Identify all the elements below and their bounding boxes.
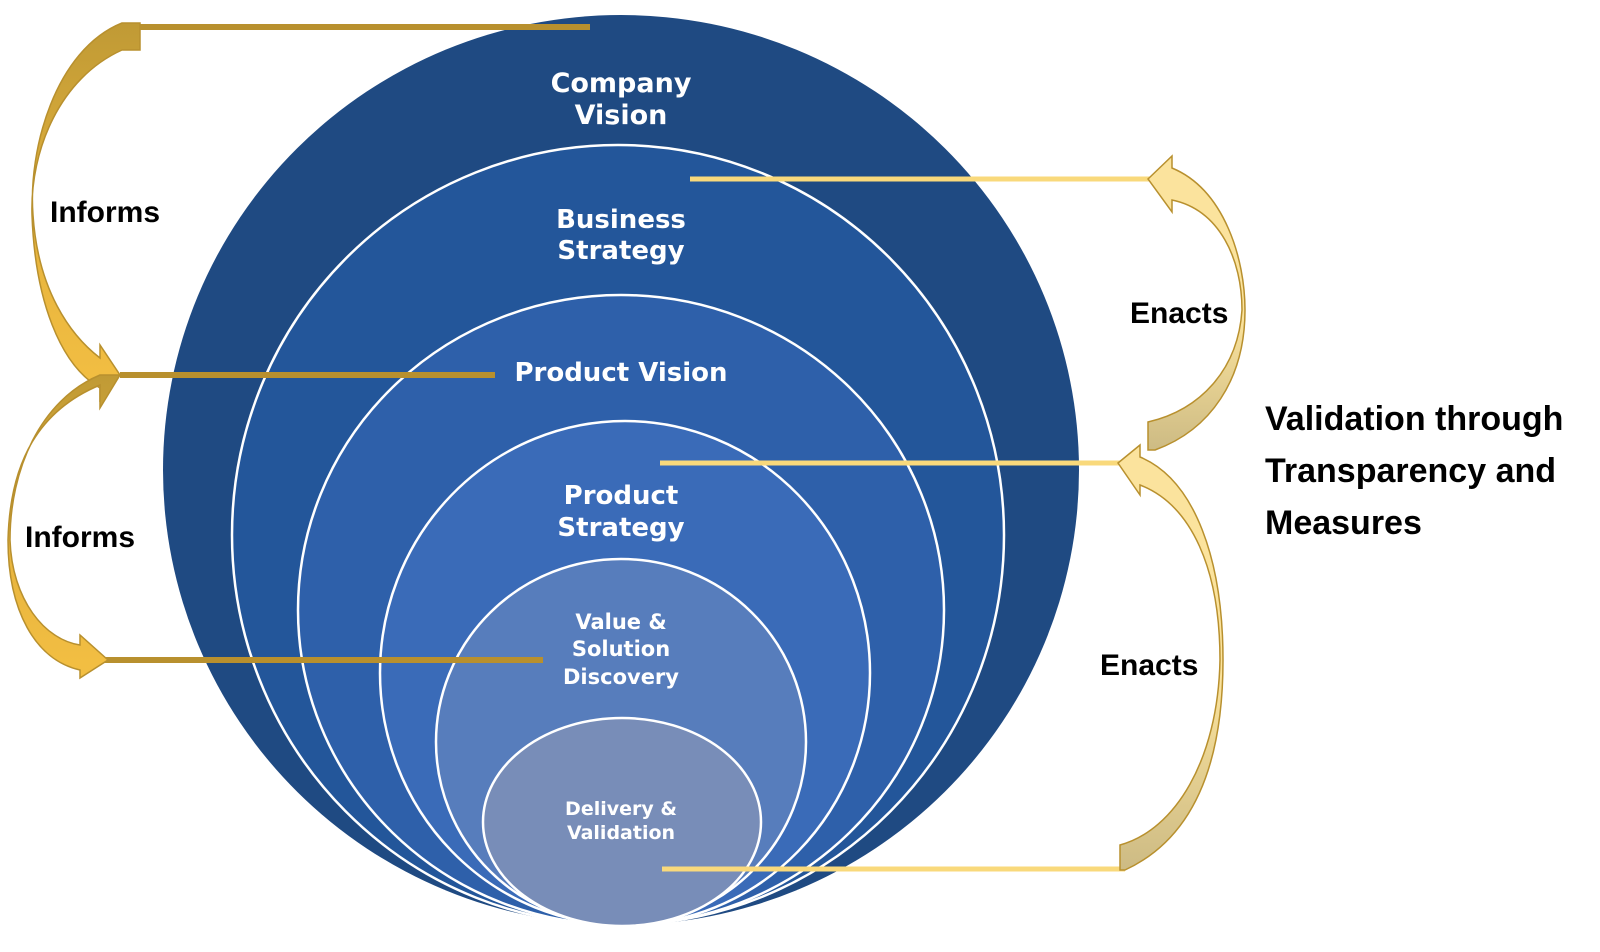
ring-delivery-validation: [481, 716, 763, 928]
enacts-label-1: Enacts: [1130, 297, 1228, 330]
caption-line-1: Validation through: [1265, 400, 1563, 438]
label-product-strategy-1: Product: [564, 481, 679, 511]
enacts-arrow-icon-2: [1116, 443, 1224, 871]
label-value-solution-3: Discovery: [563, 665, 679, 689]
caption-line-3: Measures: [1265, 504, 1422, 542]
label-company-vision-1: Company: [551, 68, 692, 99]
label-value-solution-2: Solution: [572, 637, 670, 661]
enacts-label-2: Enacts: [1100, 649, 1198, 682]
informs-arrow-icon-2: [7, 374, 122, 680]
label-business-strategy-2: Strategy: [557, 236, 684, 266]
label-company-vision-2: Vision: [575, 100, 668, 131]
label-product-strategy-2: Strategy: [557, 513, 684, 543]
informs-label-1: Informs: [50, 196, 160, 229]
label-value-solution-1: Value &: [575, 610, 666, 634]
validation-caption: Validation through Transparency and Meas…: [1265, 400, 1563, 542]
label-product-vision: Product Vision: [514, 358, 727, 388]
label-business-strategy-1: Business: [556, 205, 686, 235]
label-delivery-validation-1: Delivery &: [565, 798, 677, 820]
informs-connectors: [100, 24, 590, 663]
enacts-connectors: [660, 176, 1150, 872]
label-delivery-validation-2: Validation: [567, 822, 675, 844]
ring-labels: Company Vision Business Strategy Product…: [514, 68, 727, 844]
informs-label-2: Informs: [25, 521, 135, 554]
caption-line-2: Transparency and: [1265, 452, 1556, 490]
nested-rings: [163, 15, 1079, 928]
enacts-arrow-icon-1: [1147, 154, 1246, 451]
